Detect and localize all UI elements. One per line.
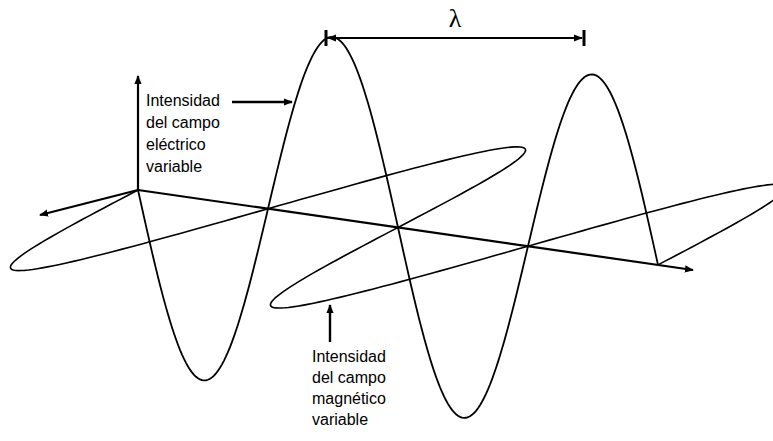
leader-arrow [232, 101, 292, 103]
wavelength-symbol: λ [445, 4, 466, 34]
electric-field-label: Intensidad del campo eléctrico variable [146, 90, 238, 178]
magnetic-field-label: Intensidad del campo magnético variable [312, 346, 404, 430]
propagation-axis [138, 190, 693, 270]
wavelength-tick [325, 30, 328, 46]
leader-arrow [329, 305, 331, 342]
horizontal-axis [40, 190, 138, 215]
vertical-axis [137, 76, 139, 190]
magnetic-field-wave [10, 147, 773, 308]
wavelength-arrow [328, 37, 582, 39]
wavelength-tick [583, 30, 586, 46]
